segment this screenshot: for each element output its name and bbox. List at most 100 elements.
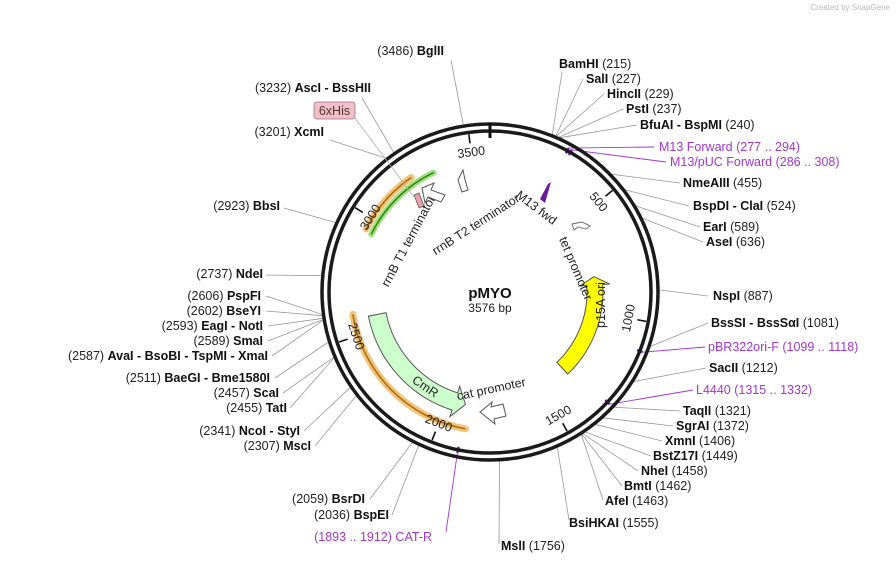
enzyme-connector-bamhi [551,71,563,135]
primer-connector-m13-forward [568,146,655,149]
rrnb-t2-terminator-arrow [457,168,469,193]
enzyme-position: (636) [732,235,765,249]
enzyme-connector-pspfi [265,295,323,315]
tag-6xhis-connector [354,117,415,198]
enzyme-name: BfuAI - BspMI [640,118,722,132]
feature-arrow-cmr [367,312,467,419]
enzyme-label-taqii: TaqII (1321) [683,404,751,418]
feature-label-tet-promoter: tet promoter [556,235,595,303]
enzyme-label-bfuai-bspmi: BfuAI - BspMI (240) [640,118,755,132]
enzyme-position: (2593) [162,319,202,333]
enzyme-label-xcmi: (3201) XcmI [255,125,325,139]
enzyme-label-pspfi: (2606) PspFI [187,289,261,303]
feature-label-cat-promoter: cat promoter [455,375,527,403]
enzyme-label-sgrai: SgrAI (1372) [676,419,749,433]
primer-range: (1893 .. 1912) [314,530,395,544]
primer-name: L4440 [696,383,731,397]
enzyme-position: (215) [599,57,632,71]
enzyme-position: (2923) [213,199,253,213]
enzyme-name: BstZ17I [653,449,698,463]
feature-label-m13-fwd: M13 fwd [513,188,559,228]
enzyme-position: (2511) [126,371,165,385]
feature-arrow-p15a-ori [556,276,610,375]
enzyme-name: BseYI [226,304,261,318]
primer-connector-cat-r [445,452,458,533]
enzyme-position: (524) [763,199,796,213]
enzyme-name: BsrDI [332,492,365,506]
enzyme-name: BsiHKAI [569,516,619,530]
feature-label-rrnb-t2-terminator: rrnB T2 terminator [430,191,523,258]
enzyme-position: (1372) [709,419,749,433]
enzyme-name: AfeI [605,494,629,508]
enzyme-name: NmeAIII [683,176,730,190]
enzyme-position: (2341) [199,424,239,438]
enzyme-label-bamhi: BamHI (215) [559,57,631,71]
tick-label-1500: 1500 [543,402,574,428]
enzyme-name: HincII [607,87,641,101]
enzyme-connector-msli [498,460,500,545]
enzyme-name: BbsI [253,199,280,213]
enzyme-position: (1756) [525,539,565,553]
branding-text: Created by SnapGene [810,3,890,12]
enzyme-label-eari: EarI (589) [703,220,759,234]
enzyme-label-nmeaiii: NmeAIII (455) [683,176,762,190]
rrnb-t1-terminator-arrow [421,182,446,205]
enzyme-label-bbsi: (2923) BbsI [213,199,280,213]
enzyme-name: TatI [266,401,287,415]
enzyme-name: AseI [706,235,732,249]
feature-label-p15a-ori: p15A ori [594,282,608,328]
enzyme-connector-sacii [633,367,707,382]
enzyme-position: (1212) [738,361,778,375]
enzyme-name: ScaI [253,386,279,400]
enzyme-name: BglII [417,44,444,58]
enzyme-label-baegi-bme1580i: (2511) BaeGI - Bme1580I [126,371,270,385]
enzyme-position: (2307) [244,439,284,453]
enzyme-label-bspei: (2036) BspEI [314,508,389,522]
enzyme-connector-bbsi [283,207,337,223]
enzyme-name: BmtI [624,479,652,493]
tick-label-1000: 1000 [619,303,638,333]
cat-promoter-arrow [479,400,507,426]
enzyme-name: PspFI [227,289,261,303]
tick-mark-500 [604,189,613,197]
enzyme-name: EarI [703,220,727,234]
enzyme-position: (1449) [698,449,738,463]
primer-label-pbr322ori-f: pBR322ori-F (1099 .. 1118) [708,340,858,354]
enzyme-connector-smai [267,319,324,342]
enzyme-connector-bsssi-bsss-i [649,322,709,347]
enzyme-connector-sali [555,78,584,137]
enzyme-position: (2587) [68,349,108,363]
tick-mark-1500 [562,422,568,432]
enzyme-label-smai: (2589) SmaI [194,334,264,348]
enzyme-connector-nhei [582,433,639,472]
enzyme-connector-bsihkai [556,446,570,521]
tag-6xhis-box [313,101,356,120]
enzyme-connector-bspdi-clai [624,189,690,207]
primer-range: (1099 .. 1118) [779,340,858,354]
enzyme-label-eagi-noti: (2593) EagI - NotI [162,319,263,333]
enzyme-label-asei: AseI (636) [706,235,765,249]
enzyme-label-sacii: SacII (1212) [709,361,778,375]
enzyme-connector-bmti [581,433,623,487]
primer-connector-pbr322ori-f [642,346,706,353]
enzyme-position: (1463) [629,494,669,508]
enzyme-label-ncoi-styi: (2341) NcoI - StyI [199,424,300,438]
enzyme-connector-eagi-noti [267,317,324,327]
tick-label-2000: 2000 [423,412,454,435]
enzyme-connector-afei [580,434,604,501]
enzyme-position: (1406) [696,434,736,448]
enzyme-position: (2602) [187,304,227,318]
enzyme-position: (2737) [196,267,236,281]
enzyme-connector-bseyi [265,310,323,317]
primer-name: M13/pUC Forward [670,155,772,169]
enzyme-label-bglii: (3486) BglII [377,44,444,58]
m13-fwd-marker [540,182,551,203]
orange-arc-line-1 [365,176,412,230]
enzyme-name: SacII [709,361,738,375]
primer-name: CAT-R [395,530,432,544]
enzyme-name: MscI [283,439,311,453]
enzyme-label-bseyi: (2602) BseYI [187,304,261,318]
enzyme-name: EagI - NotI [201,319,263,333]
enzyme-name: NdeI [236,267,263,281]
